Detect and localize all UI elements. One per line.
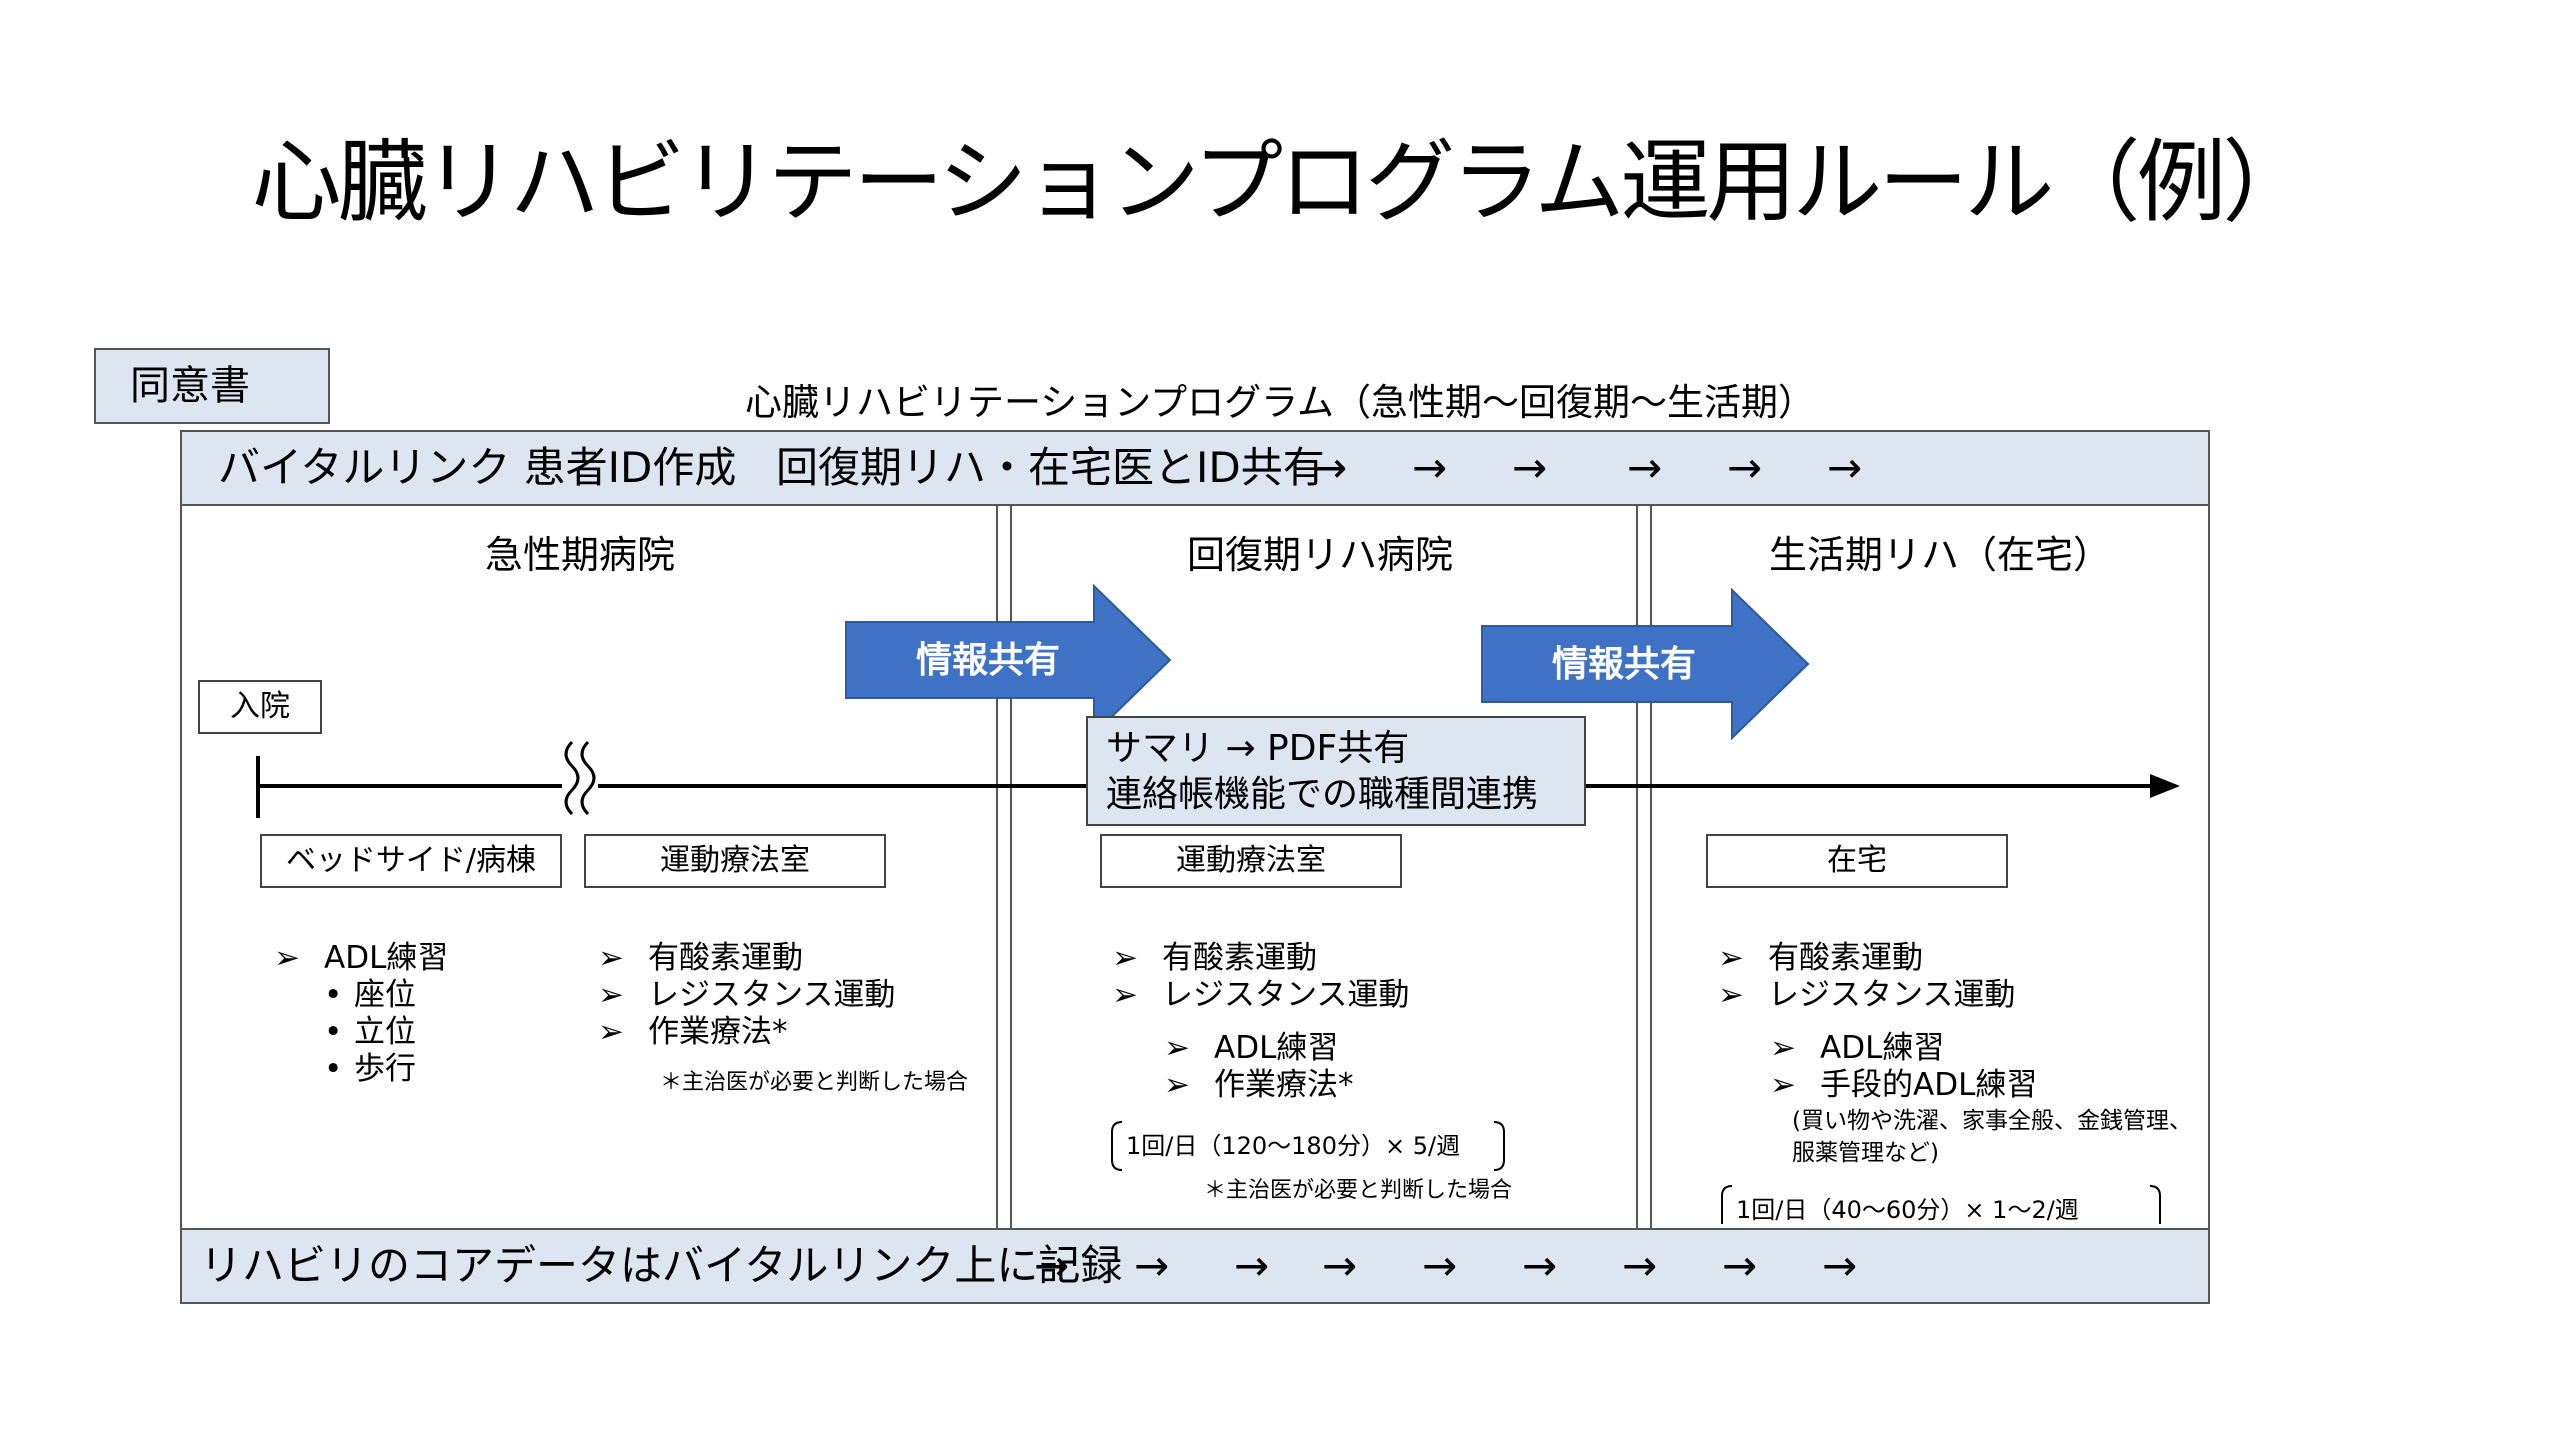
section-acute: 急性期病院: [484, 533, 675, 577]
info-share-label-1: 情報共有: [916, 640, 1060, 681]
section-recovery: 回復期リハ病院: [1186, 533, 1453, 577]
divider: [1010, 506, 1012, 1228]
top-band-arrow: →: [1627, 443, 1663, 492]
bullet-dot: •: [324, 1051, 343, 1087]
list-item: レジスタンス運動: [648, 977, 896, 1013]
page-title: 心臓リハビリテーションプログラム運用ルール（例）: [251, 130, 2313, 235]
location-exercise-room: 運動療法室: [1100, 834, 1402, 888]
bottom-band-arrow: →: [1522, 1241, 1558, 1290]
bullet-arrow: ➢: [1164, 1030, 1190, 1066]
summary-line-2: 連絡帳機能での職種間連携: [1106, 774, 1539, 815]
bullet-arrow: ➢: [1112, 977, 1138, 1013]
acute-note: ＊主治医が必要と判断した場合: [660, 1070, 969, 1095]
list-item: 作業療法*: [648, 1014, 788, 1050]
bottom-band-arrow: →: [1322, 1241, 1358, 1290]
list-item: 歩行: [354, 1051, 416, 1087]
bullet-arrow: ➢: [598, 940, 624, 976]
program-label: 心臓リハビリテーションプログラム（急性期～回復期～生活期）: [744, 381, 1816, 424]
bullet-arrow: ➢: [1770, 1067, 1796, 1103]
list-item: ADL練習: [324, 940, 449, 976]
list-item: 有酸素運動: [1162, 940, 1317, 976]
info-share-arrow-2: [1481, 587, 1810, 741]
info-share-label-2: 情報共有: [1552, 644, 1696, 685]
top-band-arrow: →: [1412, 443, 1448, 492]
bracket-left: [1721, 1185, 1733, 1224]
bullet-dot: •: [324, 1014, 343, 1050]
admission-box: 入院: [198, 680, 322, 734]
list-item: 有酸素運動: [648, 940, 803, 976]
list-item: ADL練習: [1214, 1030, 1339, 1066]
living-detail-1: (買い物や洗濯、家事全般、金銭管理、: [1792, 1108, 2192, 1134]
recovery-note: ＊主治医が必要と判断した場合: [1204, 1178, 1513, 1203]
list-item: 立位: [354, 1014, 416, 1050]
bottom-band-arrow: →: [1622, 1241, 1658, 1290]
bottom-band-arrow: →: [1422, 1241, 1458, 1290]
bullet-arrow: ➢: [1718, 977, 1744, 1013]
bracket-right: [2149, 1185, 2161, 1224]
timeline-arrowhead: [2150, 774, 2180, 798]
recovery-frequency: 1回/日（120～180分）× 5/週: [1126, 1132, 1461, 1160]
living-frequency: 1回/日（40～60分）× 1～2/週: [1736, 1196, 2079, 1224]
bottom-band-arrow: →: [1234, 1241, 1270, 1290]
divider: [1650, 506, 1652, 1228]
list-item: レジスタンス運動: [1768, 977, 2016, 1013]
bottom-band-text: リハビリのコアデータはバイタルリンク上に記録: [200, 1241, 1123, 1290]
location-home: 在宅: [1706, 834, 2008, 888]
divider: [996, 506, 998, 1228]
bracket-left: [1111, 1121, 1123, 1171]
top-band-arrow: →: [1512, 443, 1548, 492]
list-item: 有酸素運動: [1768, 940, 1923, 976]
bullet-arrow: ➢: [1718, 940, 1744, 976]
info-share-arrow-1: [845, 583, 1172, 737]
section-living: 生活期リハ（在宅）: [1768, 533, 2111, 577]
bullet-dot: •: [324, 977, 343, 1013]
location-exercise-room: 運動療法室: [584, 834, 886, 888]
bullet-arrow: ➢: [274, 940, 300, 976]
location-bedside: ベッドサイド/病棟: [260, 834, 562, 888]
summary-line-1: サマリ → PDF共有: [1106, 728, 1410, 769]
top-band-arrow: →: [1727, 443, 1763, 492]
list-item: 座位: [354, 977, 416, 1013]
main-area: [180, 506, 2210, 1228]
bottom-band-arrow: →: [1134, 1241, 1170, 1290]
bracket-right: [1493, 1121, 1505, 1171]
bottom-band-arrow: →: [1034, 1241, 1070, 1290]
divider: [1636, 506, 1638, 1228]
top-band-left-text: バイタルリンク 患者ID作成: [218, 443, 737, 492]
bullet-arrow: ➢: [598, 1014, 624, 1050]
list-item: 手段的ADL練習: [1820, 1067, 2038, 1103]
bottom-band-arrow: →: [1722, 1241, 1758, 1290]
list-item: 作業療法*: [1214, 1067, 1354, 1103]
top-band-arrow: →: [1827, 443, 1863, 492]
bullet-arrow: ➢: [598, 977, 624, 1013]
list-item: レジスタンス運動: [1162, 977, 1410, 1013]
timeline-break: [580, 740, 596, 816]
bullet-arrow: ➢: [1112, 940, 1138, 976]
top-band-arrow: →: [1312, 443, 1348, 492]
top-band-share-text: 回復期リハ・在宅医とID共有: [776, 443, 1325, 492]
timeline-break: [564, 740, 580, 816]
list-item: ADL練習: [1820, 1030, 1945, 1066]
bottom-band: リハビリのコアデータはバイタルリンク上に記録 → → → → → → → → →: [180, 1228, 2210, 1304]
bullet-arrow: ➢: [1770, 1030, 1796, 1066]
living-detail-2: 服薬管理など): [1792, 1140, 1939, 1166]
consent-box: 同意書: [94, 348, 330, 424]
bullet-arrow: ➢: [1164, 1067, 1190, 1103]
bottom-band-arrow: →: [1822, 1241, 1858, 1290]
summary-box: サマリ → PDF共有 連絡帳機能での職種間連携: [1086, 716, 1586, 826]
top-band: バイタルリンク 患者ID作成 回復期リハ・在宅医とID共有 → → → → → …: [180, 430, 2210, 506]
